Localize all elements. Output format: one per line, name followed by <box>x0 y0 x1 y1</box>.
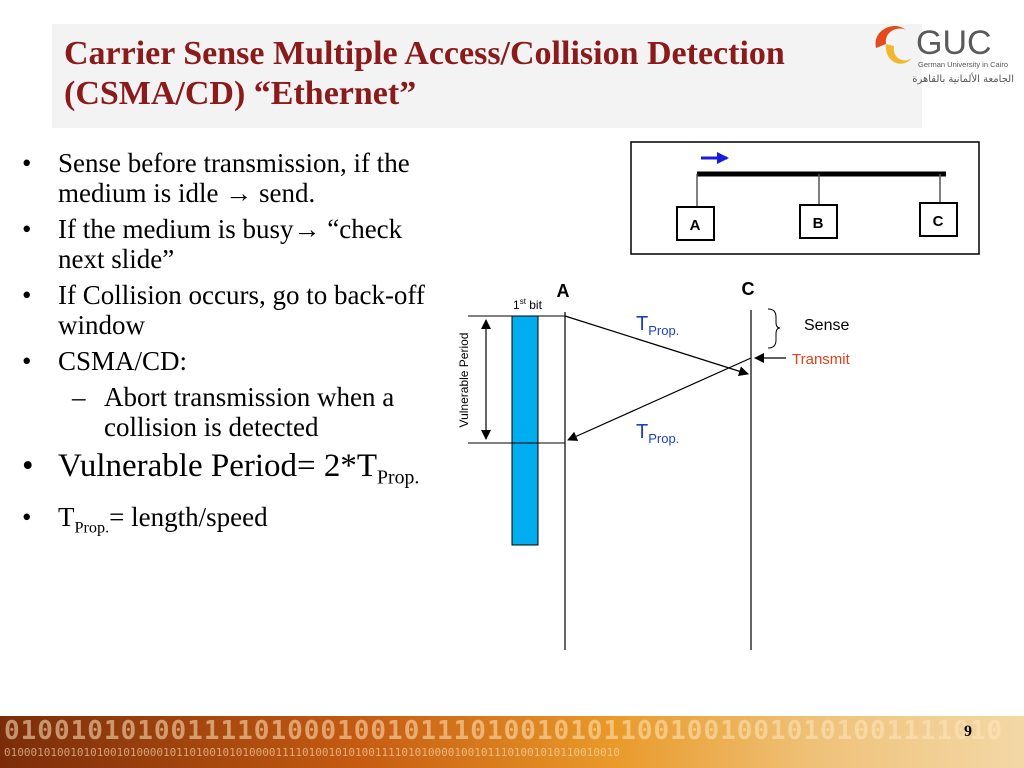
bullet-item: • If the medium is busy→ “check next slid… <box>22 214 452 274</box>
bullet-dot: • <box>22 501 32 532</box>
propagation-arrow-a-to-c <box>564 315 749 377</box>
bullet-item: • Vulnerable Period= 2*TProp. <box>22 448 452 496</box>
title-band <box>52 24 922 128</box>
bullet-text: T <box>58 501 75 532</box>
footer-binary-large: 0100101010011110100010010111010010101100… <box>4 716 1004 746</box>
bullet-dot: • <box>22 346 32 376</box>
sense-brace <box>767 308 781 349</box>
bullet-dot: • <box>22 448 34 484</box>
node-b-box <box>799 204 838 239</box>
station-c-label: C <box>742 279 755 299</box>
bullet-text: = length/speed <box>109 501 268 532</box>
logo-text: GUC <box>916 24 992 62</box>
logo-arabic-text: الجامعة الألمانية بالقاهرة <box>912 72 1014 85</box>
sub-bullet-text: Abort transmission when a collision is d… <box>104 382 395 442</box>
bullet-item: • CSMA/CD: <box>22 346 452 376</box>
bullet-list: • Sense before transmission, if the mediu… <box>22 148 452 548</box>
bullet-subscript: Prop. <box>377 466 420 489</box>
first-bit-label: 1st bit <box>513 297 543 312</box>
first-bit-bar <box>511 315 539 546</box>
vulnerable-period-label: Vulnerable Period <box>457 333 471 428</box>
logo-subtitle: German University in Cairo <box>918 60 1008 69</box>
bullet-text: If Collision occurs, go to back-off wind… <box>58 280 425 340</box>
slide-title: Carrier Sense Multiple Access/Collision … <box>64 35 785 112</box>
bullet-dot: • <box>22 214 32 244</box>
bullet-dot: • <box>22 148 32 178</box>
bullet-text: If the medium is busy→ “check next slide… <box>58 214 403 274</box>
logo-swoosh-icon <box>885 44 912 64</box>
propagation-arrow-c-to-a <box>567 357 752 441</box>
node-a-box <box>676 206 715 241</box>
bullet-subscript: Prop. <box>74 517 110 536</box>
bullet-item: • Sense before transmission, if the mediu… <box>22 148 452 208</box>
sub-bullet-item: –Abort transmission when a collision is … <box>22 382 452 442</box>
logo-flame-icon <box>875 26 906 48</box>
footer-banner: 0100101010011110100010010111010010101100… <box>0 716 1024 768</box>
bullet-item: • TProp.= length/speed <box>22 502 452 542</box>
sub-bullet-dash: – <box>72 382 86 412</box>
bullet-text: Sense before transmission, if the medium… <box>58 148 410 208</box>
csma-diagram: A B C A C 1st bit Vulnerable Period TPro… <box>457 141 980 650</box>
node-a-label: A <box>690 217 701 234</box>
node-c-label: C <box>933 213 944 230</box>
station-a-label: A <box>557 281 570 301</box>
bullet-text: CSMA/CD: <box>58 346 188 376</box>
page-number: 9 <box>964 723 972 740</box>
tprop-label-top: TProp. <box>636 313 679 338</box>
guc-logo: GUC German University in Cairo الجامعة ا… <box>875 24 1014 85</box>
node-c-box <box>919 202 958 237</box>
transmit-label: Transmit <box>792 351 851 368</box>
tprop-label-bottom: TProp. <box>636 421 679 446</box>
bullet-item: • If Collision occurs, go to back-off win… <box>22 280 452 340</box>
bullet-text: Vulnerable Period= 2*T <box>58 448 378 484</box>
sense-label: Sense <box>804 317 849 334</box>
bullet-dot: • <box>22 280 32 310</box>
node-b-label: B <box>813 215 824 232</box>
footer-binary-small: 0100010100101010010100001011010010101000… <box>4 746 620 759</box>
